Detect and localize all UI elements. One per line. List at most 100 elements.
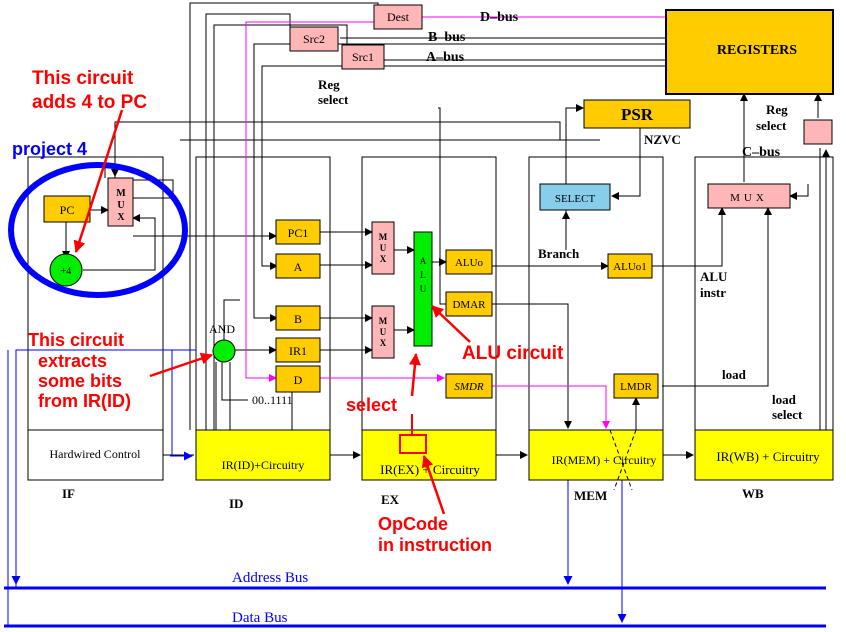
- ex-mux-bot-l3: X: [380, 338, 387, 348]
- ir-wb-box: [694, 429, 834, 481]
- src1-box: [341, 44, 385, 70]
- ann-alu-circuit: ALU circuit: [462, 343, 564, 364]
- src1-label: Src1: [352, 50, 374, 64]
- wb-reg-select-box: [803, 119, 833, 145]
- pc-mux: [107, 177, 134, 227]
- stage-wb-label: WB: [742, 486, 764, 501]
- reg-select-label-bottom: select: [318, 92, 349, 107]
- nzvc-label: NZVC: [644, 132, 681, 147]
- aluo1-label: ALUo1: [613, 261, 647, 273]
- wb-reg-select-label-top: Reg: [766, 102, 788, 117]
- ann-extract-line2: extracts: [38, 351, 107, 371]
- plus4-adder: [49, 253, 83, 287]
- ir-mem-label: IR(MEM) + Circuitry: [552, 453, 657, 467]
- ann-adds-line1: This circuit: [32, 68, 134, 89]
- data-bus-label: Data Bus: [232, 610, 288, 626]
- ex-mux-bottom: [371, 305, 395, 359]
- b-bus-label: B–bus: [428, 30, 466, 45]
- and-gate: [212, 339, 236, 363]
- b-register: [275, 305, 321, 331]
- ann-opcode-line1: OpCode: [378, 514, 448, 534]
- stage-mem-label: MEM: [574, 488, 607, 503]
- ann-extract-line4: from IR(ID): [38, 391, 131, 411]
- ex-mux-top-l2: U: [380, 243, 387, 253]
- stage-id-label: ID: [229, 496, 243, 511]
- smdr-register: [445, 373, 493, 399]
- lmdr-label: LMDR: [620, 381, 652, 393]
- alu-instr-label-top: ALU: [700, 269, 728, 284]
- ir-id-box: [195, 429, 331, 481]
- psr-label: PSR: [621, 105, 654, 124]
- registers-label: REGISTERS: [717, 43, 797, 58]
- load-select-label-bottom: select: [772, 407, 803, 422]
- ann-extract-line3: some bits: [38, 371, 122, 391]
- d-bus-label: D–bus: [480, 10, 519, 25]
- arrow-select-up: [408, 353, 421, 397]
- aluo-label: ALUo: [455, 257, 484, 269]
- wb-reg-select-label-bottom: select: [756, 118, 787, 133]
- d-label: D: [294, 373, 303, 387]
- arrow-to-opcode: [421, 455, 446, 515]
- arrow-to-alu: [431, 305, 471, 343]
- b-label: B: [294, 312, 302, 326]
- if-stage-frame: [27, 156, 164, 481]
- registers-box: [665, 9, 834, 95]
- a-label: A: [294, 260, 303, 274]
- alu-unit: [413, 231, 433, 347]
- dmar-register: [445, 291, 493, 317]
- ir-wb-label: IR(WB) + Circuitry: [716, 449, 820, 464]
- pc-register: [43, 195, 91, 223]
- ann-project-4: project 4: [12, 139, 87, 159]
- ex-mux-top-l1: M: [379, 232, 388, 242]
- ann-select: select: [346, 395, 397, 415]
- dest-label: Dest: [387, 10, 410, 24]
- select-box: [539, 183, 611, 211]
- stage-ex-label: EX: [381, 492, 400, 507]
- arrow-to-and: [149, 352, 213, 378]
- arrow-to-plus4: [73, 109, 124, 253]
- ir-id-label: IR(ID)+Circuitry: [222, 458, 305, 472]
- reg-select-label-top: Reg: [318, 77, 340, 92]
- project-4-highlight: [8, 162, 188, 298]
- stage-if-label: IF: [62, 486, 75, 501]
- ir1-register: [275, 337, 321, 363]
- load-label: load: [722, 367, 747, 382]
- a-register: [275, 253, 321, 279]
- src2-label: Src2: [303, 32, 325, 46]
- ex-mux-top-l3: X: [380, 254, 387, 264]
- ann-opcode-line2: in instruction: [378, 535, 492, 555]
- wb-mux: [707, 183, 791, 209]
- and-label: AND: [209, 322, 235, 336]
- alu-l3: U: [420, 284, 427, 294]
- alu-l2: L: [420, 270, 426, 280]
- address-bus-label: Address Bus: [232, 570, 308, 586]
- ir-ex-label: IR(EX) + Circuitry: [380, 462, 480, 477]
- alu-l1: A: [420, 256, 427, 266]
- lmdr-register: [613, 373, 659, 399]
- select-box-label: SELECT: [555, 193, 596, 205]
- d-register: [275, 365, 321, 393]
- ir1-label: IR1: [289, 344, 307, 358]
- dest-box: [373, 4, 423, 30]
- plus4-label: +4: [61, 266, 72, 277]
- alu-instr-label-bottom: instr: [700, 285, 726, 300]
- aluo1-register: [607, 253, 653, 279]
- a-bus-label: A–bus: [426, 50, 465, 65]
- pc-label: PC: [60, 203, 75, 217]
- ex-mux-top: [371, 221, 395, 275]
- c-bus-label: C–bus: [742, 145, 781, 160]
- pc1-label: PC1: [288, 226, 309, 240]
- ex-mux-bot-l1: M: [379, 316, 388, 326]
- pc-mux-label-2: U: [117, 200, 124, 211]
- ex-mux-bot-l2: U: [380, 327, 387, 337]
- load-select-label-top: load: [772, 392, 797, 407]
- smdr-label: SMDR: [454, 381, 484, 393]
- aluo-register: [445, 249, 493, 275]
- pc-mux-label: M: [116, 188, 126, 199]
- pc-mux-label-3: X: [117, 212, 125, 223]
- pc1-register: [275, 219, 321, 245]
- ir-mem-box: [528, 429, 664, 481]
- src2-box: [289, 26, 339, 52]
- bits-label: 00..1111: [252, 393, 293, 407]
